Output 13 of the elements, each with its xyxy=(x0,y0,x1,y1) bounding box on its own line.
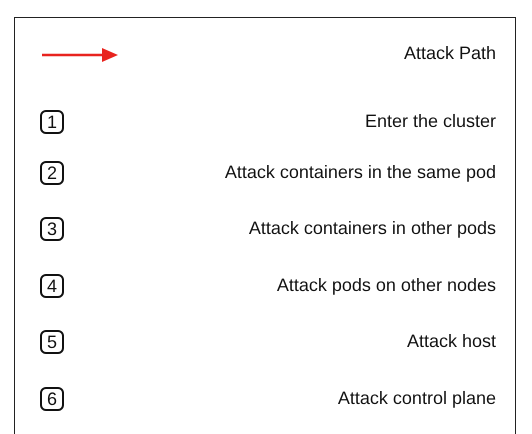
step-description: Attack host xyxy=(406,331,496,352)
step-number: 3 xyxy=(40,217,64,241)
step-number: 6 xyxy=(40,387,64,411)
step-description: Attack containers in other pods xyxy=(248,218,496,239)
legend-text: Attack Path xyxy=(404,43,496,64)
step-number: 2 xyxy=(40,161,64,185)
step-description: Attack containers in the same pod xyxy=(224,162,496,183)
step-number: 1 xyxy=(40,110,64,134)
step-description: Attack pods on other nodes xyxy=(276,275,496,296)
step-description: Enter the cluster xyxy=(364,111,496,132)
step-number: 4 xyxy=(40,274,64,298)
step-number: 5 xyxy=(40,330,64,354)
step-description: Attack control plane xyxy=(338,388,496,409)
